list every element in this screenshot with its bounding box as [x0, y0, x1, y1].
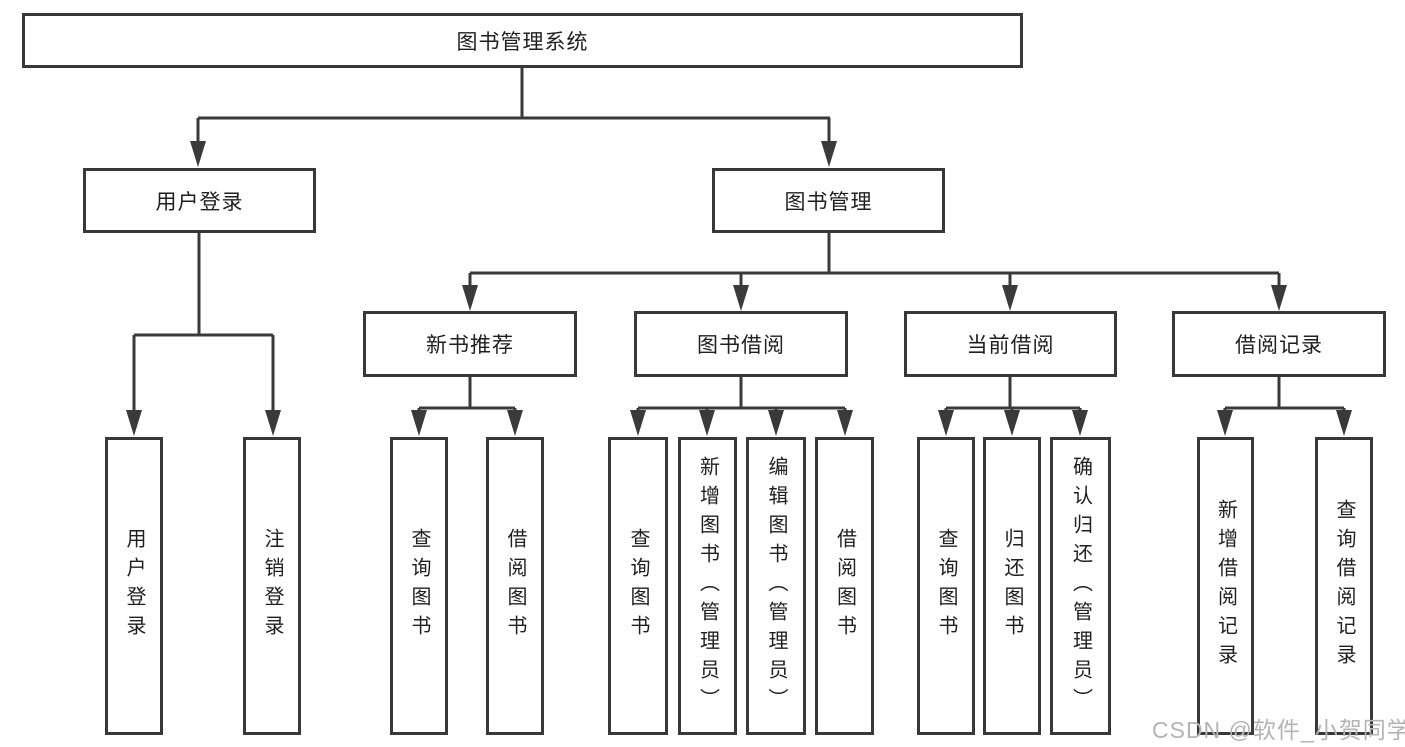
leaf-edit-books-admin: 编辑图书（管理员） — [746, 437, 806, 735]
leaf-confirm-return-admin: 确认归还（管理员） — [1050, 437, 1111, 735]
leaf-logout: 注销登录 — [243, 437, 301, 735]
leaf-query-books-2: 查询图书 — [608, 437, 668, 735]
leaf-user-login: 用户登录 — [105, 437, 163, 735]
leaf-return-books: 归还图书 — [983, 437, 1041, 735]
node-borrow-records: 借阅记录 — [1172, 311, 1386, 377]
csdn-watermark: CSDN @软件_小贺同学 — [1152, 717, 1405, 743]
node-book-borrow: 图书借阅 — [634, 311, 848, 377]
leaf-add-borrow-record: 新增借阅记录 — [1197, 437, 1254, 735]
leaf-borrow-books-2: 借阅图书 — [815, 437, 874, 735]
leaf-borrow-books-1: 借阅图书 — [486, 437, 544, 735]
node-book-management: 图书管理 — [712, 168, 945, 233]
node-root-system: 图书管理系统 — [22, 13, 1023, 68]
node-new-book-recommend: 新书推荐 — [363, 311, 577, 377]
node-user-login: 用户登录 — [83, 168, 316, 233]
leaf-query-books-1: 查询图书 — [390, 437, 448, 735]
leaf-query-borrow-record: 查询借阅记录 — [1315, 437, 1373, 735]
node-current-borrow: 当前借阅 — [904, 311, 1117, 377]
leaf-add-books-admin: 新增图书（管理员） — [678, 437, 737, 735]
leaf-query-books-3: 查询图书 — [917, 437, 975, 735]
